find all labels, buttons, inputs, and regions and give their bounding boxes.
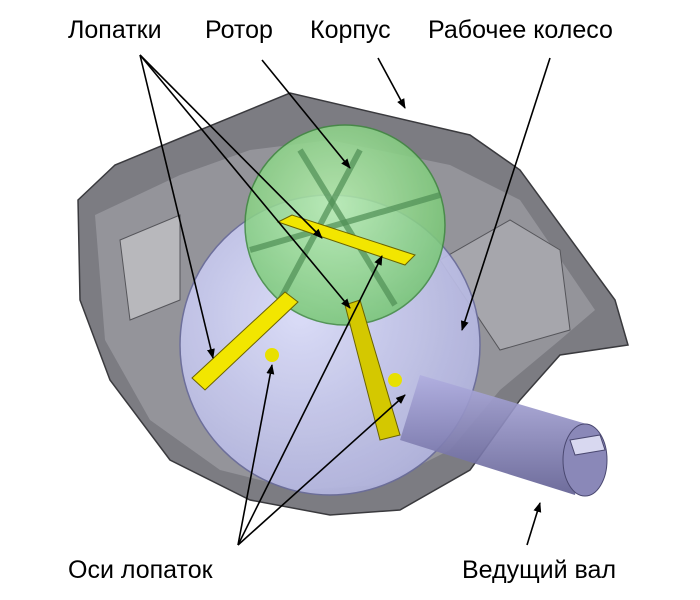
blade-axis-pin (265, 348, 279, 362)
label-impeller: Рабочее колесо (428, 16, 613, 44)
blade-axis-pin (388, 373, 402, 387)
label-blade-axes: Оси лопаток (68, 556, 214, 584)
label-rotor: Ротор (205, 16, 273, 44)
label-housing: Корпус (310, 16, 391, 44)
blade-left (191, 291, 299, 391)
label-drive-shaft: Ведущий вал (462, 556, 616, 584)
rotor (244, 124, 446, 326)
drive-shaft (400, 375, 608, 497)
blade-right (344, 299, 401, 441)
leader-arrows (139, 54, 551, 546)
label-blades: Лопатки (68, 16, 162, 44)
